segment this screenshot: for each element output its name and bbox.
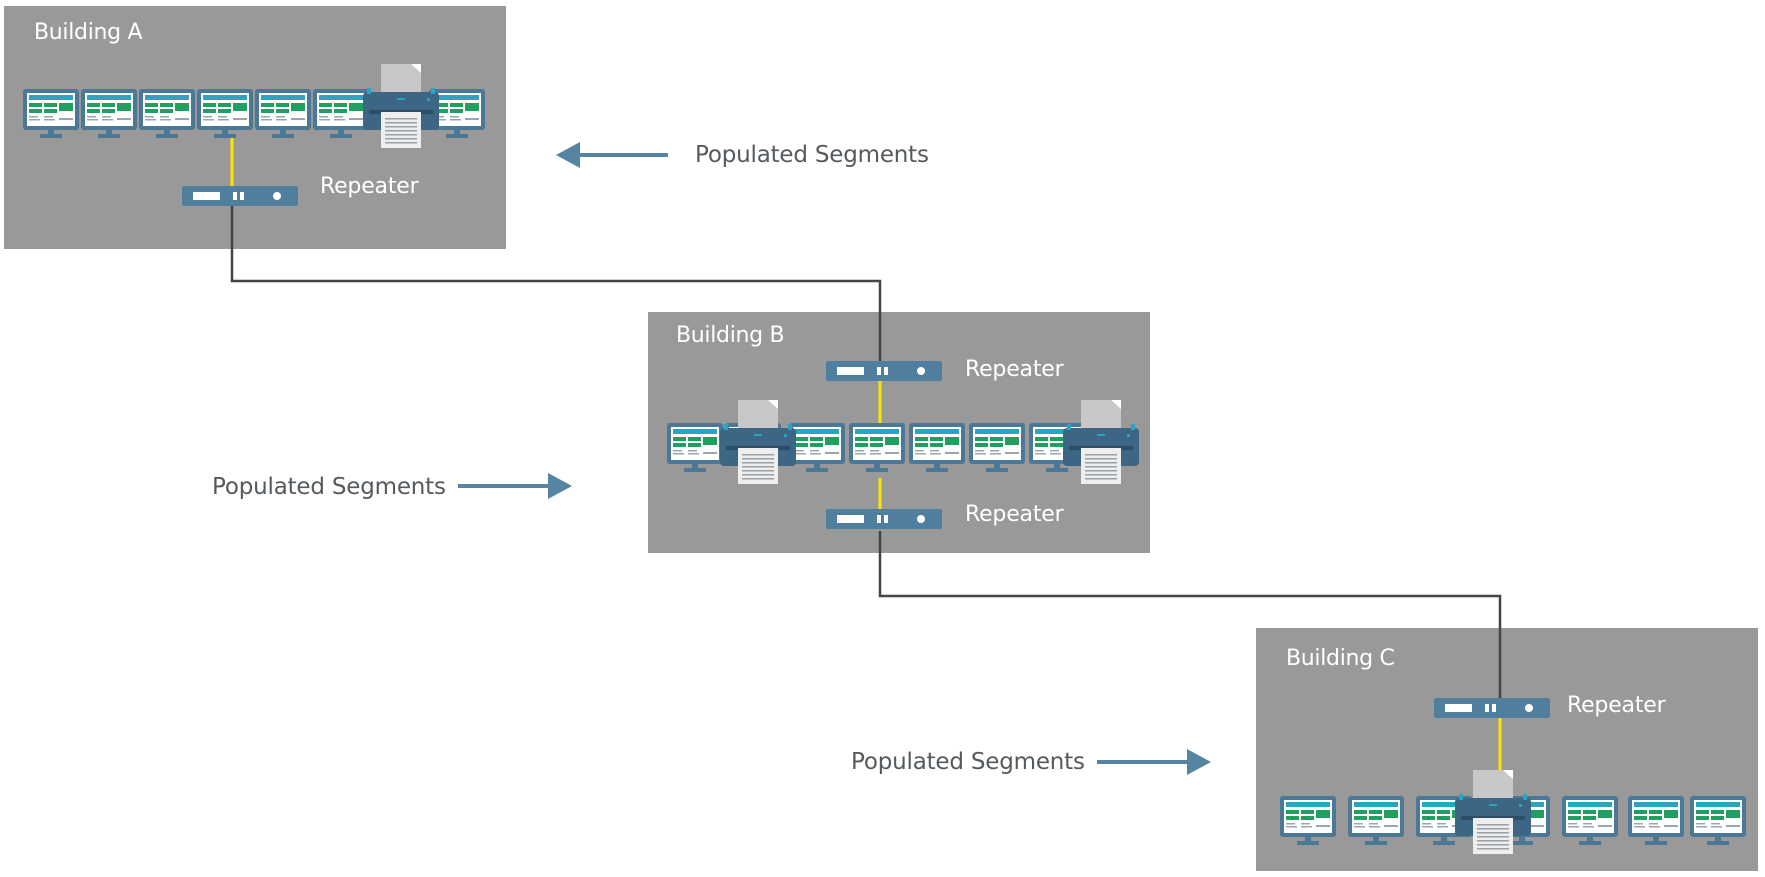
computer-monitor-icon (1690, 796, 1746, 845)
printer-icon (363, 64, 439, 148)
repeater-a-label: Repeater (320, 174, 419, 199)
populated-segments-c-label: Populated Segments (851, 749, 1085, 775)
computer-monitor-icon (139, 89, 195, 138)
repeater-b-top-label: Repeater (965, 357, 1064, 382)
repeater-b-bottom-label: Repeater (965, 502, 1064, 527)
printer-icon (1063, 400, 1139, 484)
arrow-to-building-b (458, 473, 572, 499)
building-b-segment (667, 400, 1139, 484)
populated-segments-b-label: Populated Segments (212, 474, 446, 500)
computer-monitor-icon (81, 89, 137, 138)
repeater-c-label: Repeater (1567, 693, 1666, 718)
repeater-icon (826, 361, 942, 381)
arrow-to-building-a (556, 142, 668, 168)
computer-monitor-icon (197, 89, 253, 138)
computer-monitor-icon (909, 423, 965, 472)
arrow-to-building-c (1097, 749, 1211, 775)
computer-monitor-icon (789, 423, 845, 472)
computer-monitor-icon (969, 423, 1025, 472)
repeater-icon (1434, 698, 1550, 718)
building-b-title: Building B (676, 323, 785, 348)
computer-monitor-icon (1280, 796, 1336, 845)
computer-monitor-icon (1562, 796, 1618, 845)
repeater-icon (826, 509, 942, 529)
printer-icon (720, 400, 796, 484)
repeater-icon (182, 186, 298, 206)
cable-b-to-c (878, 531, 1502, 708)
populated-segments-a-label: Populated Segments (695, 142, 929, 168)
building-a-segment (23, 64, 485, 148)
cable-a-to-b (230, 204, 882, 370)
computer-monitor-icon (1348, 796, 1404, 845)
computer-monitor-icon (255, 89, 311, 138)
computer-monitor-icon (23, 89, 79, 138)
computer-monitor-icon (849, 423, 905, 472)
computer-monitor-icon (313, 89, 369, 138)
computer-monitor-icon (1628, 796, 1684, 845)
building-c-segment (1280, 770, 1746, 854)
building-a-title: Building A (34, 20, 143, 45)
computer-monitor-icon (667, 423, 723, 472)
building-c-title: Building C (1286, 646, 1395, 671)
